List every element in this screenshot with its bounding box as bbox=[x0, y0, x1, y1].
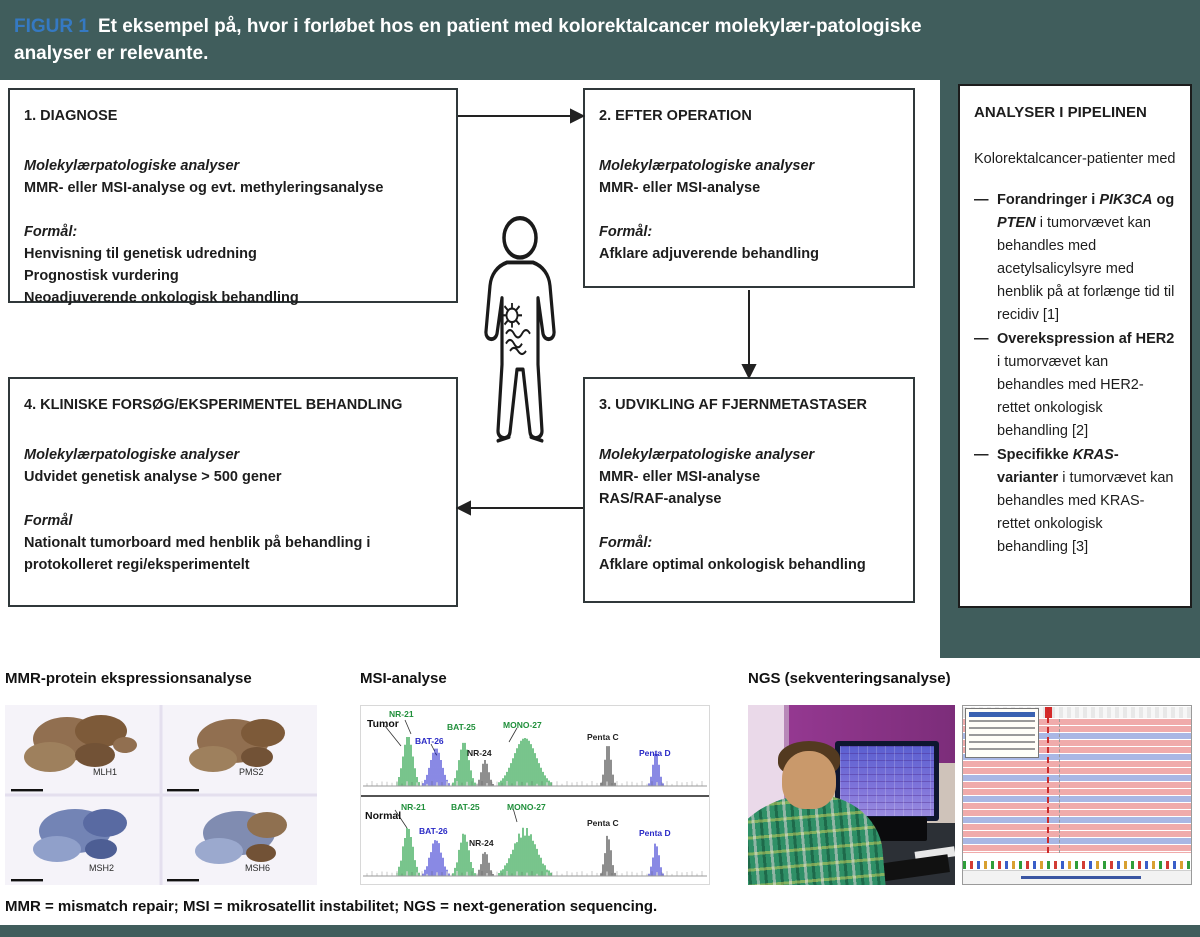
purpose-label: Formål: bbox=[599, 535, 653, 551]
abbreviation-caption: MMR = mismatch repair; MSI = mikrosatell… bbox=[5, 898, 658, 915]
msi-marker-label: Penta C bbox=[587, 732, 619, 742]
purpose-line: Afklare optimal onkologisk behandling bbox=[599, 557, 866, 573]
gene-bar bbox=[1021, 876, 1141, 879]
msi-electropherogram-image: Tumor Normal NR-21 BAT-26 BAT-25 NR-24 M… bbox=[360, 705, 710, 885]
msi-marker-label: NR-21 bbox=[401, 802, 426, 812]
mmr-image-label: MMR-protein ekspressionsanalyse bbox=[5, 670, 252, 687]
purpose-label: Formål: bbox=[24, 224, 78, 240]
mmr-panel-label: PMS2 bbox=[239, 767, 264, 777]
box-title: 2. EFTER OPERATION bbox=[599, 108, 752, 124]
box-efter-operation: 2. EFTER OPERATION Molekylærpatologiske … bbox=[583, 88, 915, 288]
msi-marker-label: Penta D bbox=[639, 828, 671, 838]
box-kliniske-forsoeg: 4. KLINISKE FORSØG/EKSPERIMENTEL BEHANDL… bbox=[8, 377, 458, 607]
bottom-border-bar bbox=[0, 925, 1200, 937]
mmr-panel-label: MSH6 bbox=[245, 863, 271, 873]
msi-row-label: Normal bbox=[365, 810, 402, 822]
mmr-panel-label: MSH2 bbox=[89, 863, 115, 873]
mmr-panel-label: MLH1 bbox=[93, 767, 118, 777]
msi-marker-label: BAT-25 bbox=[447, 722, 476, 732]
analyses-label: Molekylærpatologiske analyser bbox=[599, 158, 815, 174]
msi-marker-label: BAT-25 bbox=[451, 802, 480, 812]
pipeline-item-text: Overekspression af HER2 i tumorvævet kan… bbox=[997, 331, 1175, 439]
analyses-label: Molekylærpatologiske analyser bbox=[24, 158, 240, 174]
ngs-image-label: NGS (sekventeringsanalyse) bbox=[748, 670, 951, 687]
ngs-lab-photo bbox=[748, 705, 955, 885]
box-title: 3. UDVIKLING AF FJERNMETASTASER bbox=[599, 397, 867, 413]
pipeline-item-text: Forandringer i PIK3CA og PTEN i tumorvæv… bbox=[997, 192, 1175, 323]
arrow-down-icon bbox=[741, 364, 757, 380]
msi-marker-label: NR-24 bbox=[469, 838, 494, 848]
figure-title: Et eksempel på, hvor i forløbet hos en p… bbox=[14, 16, 922, 64]
coverage-row bbox=[963, 707, 1191, 718]
pipeline-item: — Forandringer i PIK3CA og PTEN i tumorv… bbox=[974, 189, 1176, 327]
purpose-line: Afklare adjuverende behandling bbox=[599, 246, 819, 262]
analyses-label: Molekylærpatologiske analyser bbox=[24, 447, 240, 463]
monitor-shape bbox=[835, 741, 939, 821]
arrow-left-icon bbox=[455, 500, 471, 516]
purpose-line: Nationalt tumorboard med henblik på beha… bbox=[24, 535, 371, 573]
arrow-right-icon bbox=[570, 108, 586, 124]
patient-icon bbox=[484, 215, 556, 443]
purpose-label: Formål: bbox=[599, 224, 653, 240]
msi-marker-label: Penta C bbox=[587, 818, 619, 828]
pipeline-item: — Overekspression af HER2 i tumorvævet k… bbox=[974, 328, 1176, 443]
analysis-line: Udvidet genetisk analyse > 500 gener bbox=[24, 469, 282, 485]
pipeline-title: ANALYSER I PIPELINEN bbox=[974, 104, 1147, 121]
bullet-dash-icon: — bbox=[974, 447, 989, 463]
analyses-label: Molekylærpatologiske analyser bbox=[599, 447, 815, 463]
box-title: 4. KLINISKE FORSØG/EKSPERIMENTEL BEHANDL… bbox=[24, 397, 403, 413]
msi-marker-label: BAT-26 bbox=[419, 826, 448, 836]
bullet-dash-icon: — bbox=[974, 192, 989, 208]
person-head-shape bbox=[782, 751, 836, 809]
msi-marker-label: MONO-27 bbox=[507, 802, 546, 812]
msi-peaks-graphic bbox=[361, 719, 709, 877]
analysis-line: MMR- eller MSI-analyse og evt. methyleri… bbox=[24, 180, 384, 196]
igv-bottom-track bbox=[963, 870, 1191, 884]
bullet-dash-icon: — bbox=[974, 331, 989, 347]
screen-shape bbox=[840, 746, 934, 816]
box-diagnose: 1. DIAGNOSE Molekylærpatologiske analyse… bbox=[8, 88, 458, 306]
msi-row-label: Tumor bbox=[367, 718, 399, 730]
purpose-line: Prognostisk vurdering bbox=[24, 268, 179, 284]
pipeline-item-text: Specifikke KRAS-varianter i tumorvævet k… bbox=[997, 447, 1174, 555]
analysis-line: MMR- eller MSI-analyse bbox=[599, 469, 761, 485]
msi-marker-label: Penta D bbox=[639, 748, 671, 758]
msi-marker-label: NR-21 bbox=[389, 709, 414, 719]
purpose-label: Formål bbox=[24, 513, 73, 529]
analysis-line: RAS/RAF-analyse bbox=[599, 491, 722, 507]
pipeline-panel: ANALYSER I PIPELINEN Kolorektalcancer-pa… bbox=[958, 84, 1192, 608]
ngs-igv-image bbox=[962, 705, 1192, 885]
igv-tooltip bbox=[965, 708, 1039, 758]
figure-label: FIGUR 1 bbox=[14, 16, 89, 37]
pipeline-item: — Specifikke KRAS-varianter i tumorvævet… bbox=[974, 444, 1176, 559]
mmr-histology-image: MLH1 PMS2 MSH2 MSH6 bbox=[5, 705, 317, 885]
purpose-line: Henvisning til genetisk udredning bbox=[24, 246, 257, 262]
box-title: 1. DIAGNOSE bbox=[24, 108, 118, 124]
intestines-icon bbox=[502, 303, 531, 356]
mmr-tissue-graphic bbox=[5, 705, 317, 885]
bottom-images-section: MMR-protein ekspressionsanalyse MSI-anal… bbox=[0, 658, 1200, 925]
msi-marker-label: NR-24 bbox=[467, 748, 492, 758]
purpose-line: Neoadjuverende onkologisk behandling bbox=[24, 290, 299, 306]
msi-marker-label: MONO-27 bbox=[503, 720, 542, 730]
msi-image-label: MSI-analyse bbox=[360, 670, 447, 687]
analysis-line: MMR- eller MSI-analyse bbox=[599, 180, 761, 196]
variant-marker-line bbox=[1047, 707, 1049, 853]
sequence-track bbox=[963, 861, 1191, 869]
msi-marker-label: BAT-26 bbox=[415, 736, 444, 746]
secondary-marker-line bbox=[1059, 719, 1060, 853]
pipeline-intro: Kolorektalcancer-patienter med bbox=[974, 151, 1176, 167]
box-fjernmetastaser: 3. UDVIKLING AF FJERNMETASTASER Molekylæ… bbox=[583, 377, 915, 603]
